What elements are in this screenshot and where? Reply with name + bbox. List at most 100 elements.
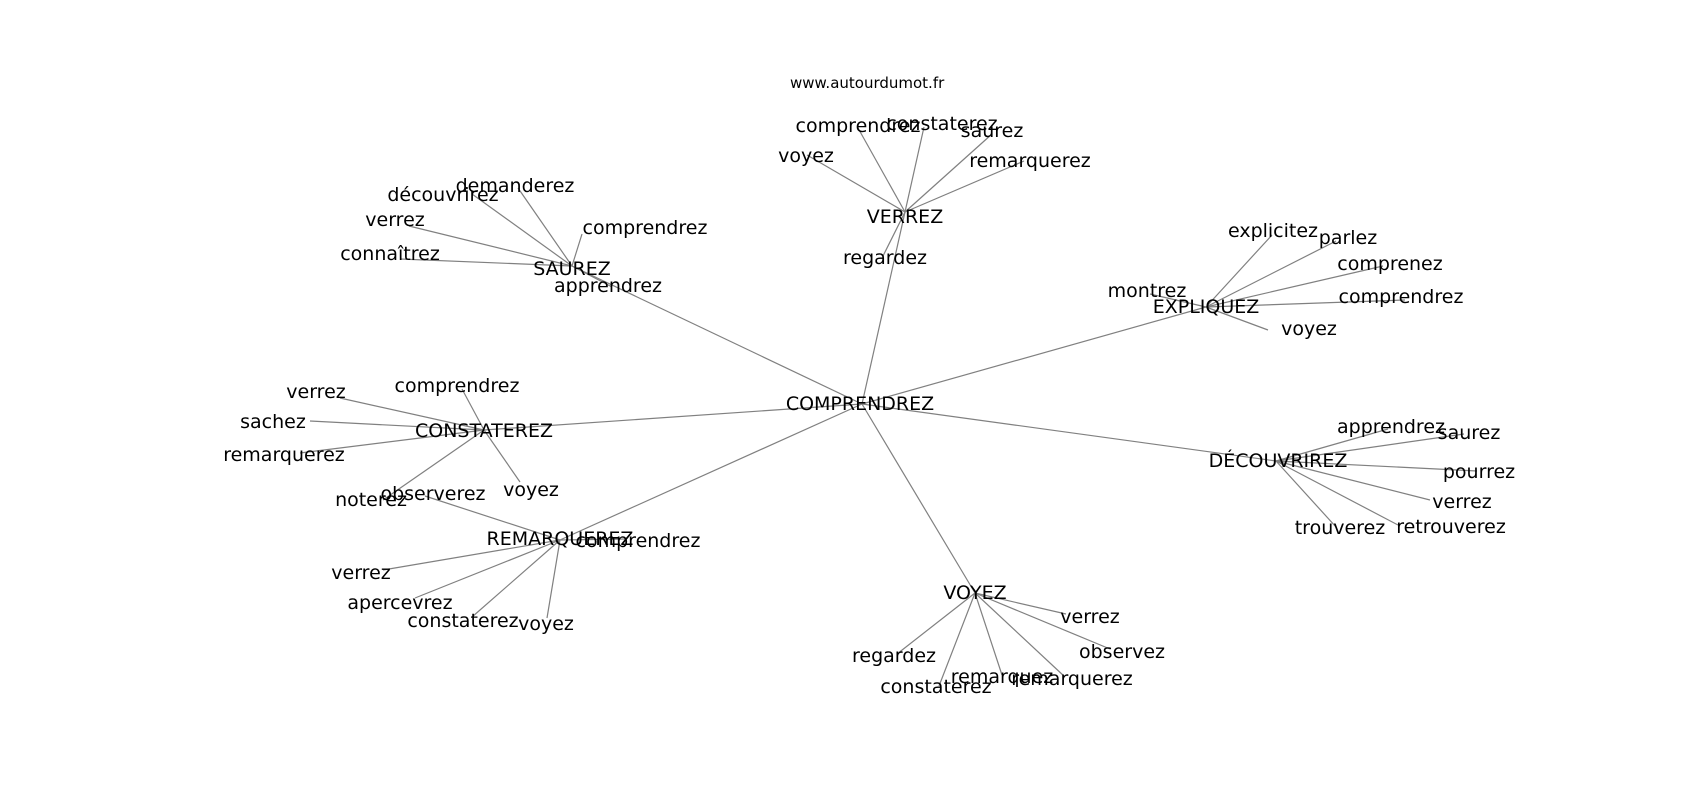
edge-hub-to-leaf <box>882 211 906 257</box>
edge-hub-to-leaf <box>571 233 583 267</box>
leaf-node-label: découvrirez <box>387 184 498 206</box>
leaf-node-label: verrez <box>1060 606 1119 628</box>
edge-center-to-hub <box>861 306 1207 405</box>
hub-node-label: REMARQUEREZ <box>487 528 634 550</box>
leaf-node-label: apprendrez <box>1337 416 1445 438</box>
edge-hub-to-leaf <box>1205 306 1269 331</box>
leaf-node-label: comprendrez <box>796 115 921 137</box>
leaf-node-label: apercevrez <box>347 592 452 614</box>
leaf-node-label: explicitez <box>1228 220 1318 242</box>
edge-hub-to-leaf <box>1149 293 1207 308</box>
leaf-node-label: noterez <box>335 489 407 511</box>
edge-hub-to-leaf <box>546 539 561 619</box>
hub-node-label: VOYEZ <box>943 582 1006 604</box>
hub-node-label: CONSTATEREZ <box>415 420 553 442</box>
leaf-node-label: regardez <box>843 247 927 269</box>
leaf-node-label: saurez <box>1438 422 1501 444</box>
edge-hub-to-leaf <box>974 592 1003 676</box>
edge-hub-to-leaf <box>896 592 976 655</box>
leaf-node-label: verrez <box>365 209 424 231</box>
edge-hub-to-leaf <box>559 538 626 541</box>
edge-hub-to-leaf <box>571 265 613 288</box>
edge-hub-to-leaf <box>1275 460 1431 501</box>
hub-node-label: SAUREZ <box>533 258 611 280</box>
edge-hub-to-leaf <box>339 397 485 431</box>
edge-hub-to-leaf <box>471 539 561 618</box>
leaf-node-label: voyez <box>518 613 574 635</box>
edge-hub-to-leaf <box>1275 433 1465 462</box>
leaf-node-label: apprendrez <box>554 275 662 297</box>
edge-hub-to-leaf <box>299 429 485 454</box>
leaf-node-label: regardez <box>852 645 936 667</box>
leaf-node-label: comprendrez <box>1339 286 1464 308</box>
leaf-node-label: comprendrez <box>583 217 708 239</box>
edge-hub-to-leaf <box>806 154 906 213</box>
edge-hub-to-leaf <box>517 187 573 267</box>
leaf-node-label: verrez <box>286 381 345 403</box>
edge-hub-to-leaf <box>974 592 1067 615</box>
leaf-node-label: observez <box>1079 641 1165 663</box>
leaf-node-label: connaîtrez <box>340 243 440 265</box>
edge-hub-to-leaf <box>904 133 993 213</box>
edge-hub-to-leaf <box>399 258 573 267</box>
leaf-node-label: voyez <box>778 145 834 167</box>
edge-hub-to-leaf <box>857 127 906 213</box>
leaf-node-label: remarquez <box>951 666 1054 688</box>
center-node-label: COMPRENDREZ <box>786 393 934 415</box>
edge-hub-to-leaf <box>904 160 1025 213</box>
edge-hub-to-leaf <box>1275 460 1337 528</box>
leaf-node-label: parlez <box>1319 227 1377 249</box>
leaf-node-label: remarquerez <box>969 150 1091 172</box>
leaf-node-label: demanderez <box>456 175 575 197</box>
edge-hub-to-leaf <box>1275 460 1478 472</box>
leaf-node-label: retrouverez <box>1396 516 1506 538</box>
hub-node-label: VERREZ <box>867 206 943 228</box>
edge-center-to-hub <box>861 211 906 405</box>
leaf-node-label: trouverez <box>1295 517 1386 539</box>
leaf-node-label: comprenez <box>1337 253 1442 275</box>
edge-hub-to-leaf <box>974 592 1111 650</box>
leaf-node-label: constaterez <box>407 610 518 632</box>
leaf-node-label: montrez <box>1108 280 1187 302</box>
edge-hub-to-leaf <box>471 193 573 267</box>
leaf-node-label: verrez <box>331 562 390 584</box>
leaf-node-label: comprendrez <box>395 375 520 397</box>
edge-hub-to-leaf <box>974 592 1066 678</box>
edge-hub-to-leaf <box>309 420 485 431</box>
edge-hub-to-leaf <box>904 126 925 213</box>
edge-hub-to-leaf <box>1205 240 1337 308</box>
leaf-node-label: voyez <box>1281 318 1337 340</box>
hub-node-label: DÉCOUVRIREZ <box>1209 449 1348 472</box>
leaf-node-label: verrez <box>1432 491 1491 513</box>
leaf-node-label: constaterez <box>880 676 991 698</box>
graph-labels: www.autourdumot.fr COMPRENDREZ VERREZ comp… <box>223 74 1515 698</box>
site-watermark: www.autourdumot.fr <box>790 74 945 92</box>
edge-hub-to-leaf <box>938 592 976 687</box>
leaf-node-label: constaterez <box>886 113 997 135</box>
edge-center-to-hub <box>571 265 863 405</box>
hub-node-label: EXPLIQUEZ <box>1153 296 1260 318</box>
edge-center-to-hub <box>483 403 863 431</box>
edge-hub-to-leaf <box>1275 428 1389 462</box>
edge-hub-to-leaf <box>382 429 485 501</box>
edge-center-to-hub <box>861 403 1277 462</box>
leaf-node-label: pourrez <box>1443 461 1515 483</box>
leaf-node-label: remarquerez <box>223 444 345 466</box>
edge-center-to-hub <box>559 403 863 541</box>
edge-hub-to-leaf <box>1205 234 1273 308</box>
edge-hub-to-leaf <box>1205 265 1384 308</box>
edge-hub-to-leaf <box>1205 299 1406 308</box>
graph-edges <box>299 126 1478 687</box>
leaf-node-label: observerez <box>380 483 485 505</box>
leaf-node-label: remarquerez <box>1011 668 1133 690</box>
leaf-node-label: saurez <box>961 120 1024 142</box>
edge-hub-to-leaf <box>424 495 561 541</box>
edge-hub-to-leaf <box>483 429 521 483</box>
leaf-node-label: sachez <box>240 411 306 433</box>
edge-hub-to-leaf <box>461 388 485 431</box>
leaf-node-label: voyez <box>503 479 559 501</box>
edge-hub-to-leaf <box>1275 460 1399 526</box>
edge-hub-to-leaf <box>414 539 561 599</box>
edge-hub-to-leaf <box>408 225 573 267</box>
